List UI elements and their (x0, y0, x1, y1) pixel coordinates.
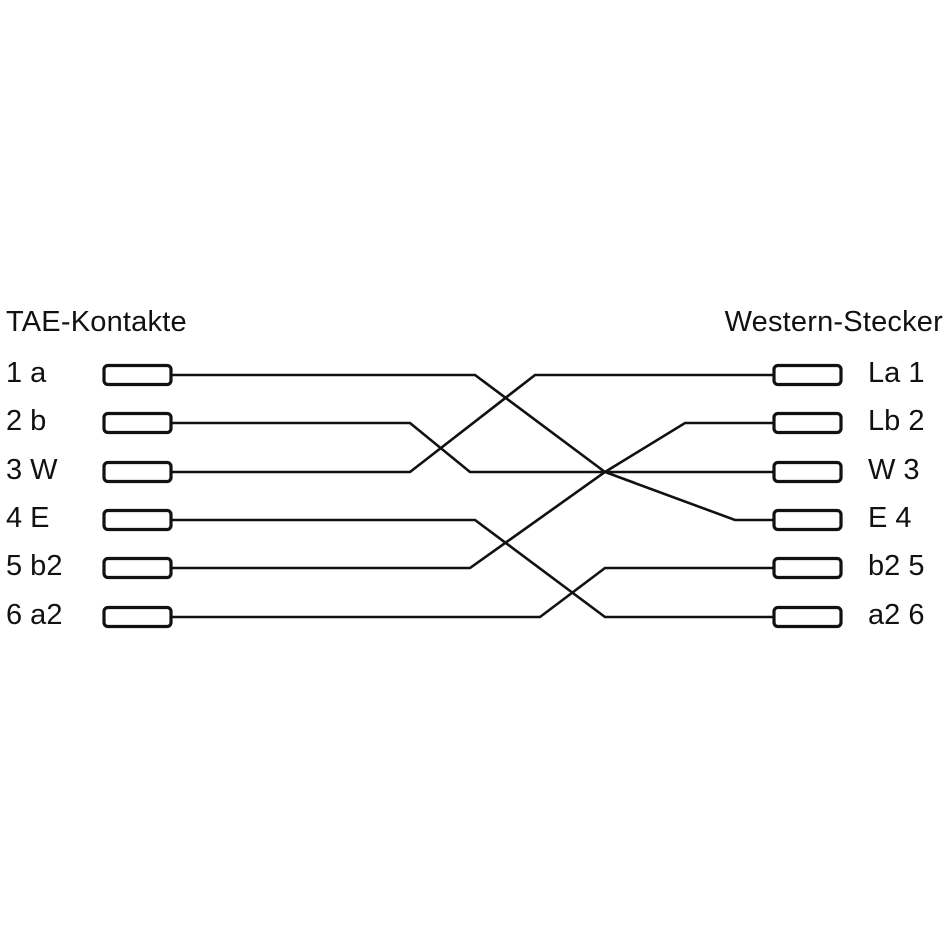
left-connector-6 (102, 605, 173, 629)
right-connector-1 (772, 363, 843, 387)
right-pin-label-5: b2 5 (868, 550, 925, 582)
left-pin-label-2: 2 b (6, 405, 47, 437)
connector-block (102, 508, 173, 532)
right-connector-4 (772, 508, 843, 532)
wire-l6-to-r5 (172, 566, 832, 619)
left-connector-2 (102, 411, 173, 435)
wire-l2-to-r3 (172, 421, 832, 474)
left-pin-label-6: 6 a2 (6, 599, 63, 631)
connector-block (102, 605, 173, 629)
connector-block (772, 556, 843, 580)
left-connectors-group (102, 363, 173, 629)
right-pin-label-4: E 4 (868, 502, 912, 534)
connector-block (772, 460, 843, 484)
wires-group (172, 373, 832, 619)
right-pin-label-6: a2 6 (868, 599, 925, 631)
left-pin-label-1: 1 a (6, 357, 47, 389)
right-connectors-group (772, 363, 843, 629)
left-pin-label-5: 5 b2 (6, 550, 63, 582)
right-pin-label-3: W 3 (868, 454, 920, 486)
right-pin-label-1: La 1 (868, 357, 925, 389)
left-connector-3 (102, 460, 173, 484)
connector-block (772, 508, 843, 532)
left-connector-4 (102, 508, 173, 532)
connector-block (102, 460, 173, 484)
right-column-title: Western-Stecker (724, 306, 943, 338)
left-pin-label-3: 3 W (6, 454, 58, 486)
wire-l4-to-r6 (172, 518, 832, 619)
right-connector-5 (772, 556, 843, 580)
connector-block (772, 411, 843, 435)
right-connector-6 (772, 605, 843, 629)
wire-l5-to-r2 (172, 421, 832, 570)
wire-l1-to-r4 (172, 373, 832, 522)
wire-l3-to-r1 (172, 373, 832, 474)
connector-block (102, 411, 173, 435)
right-connector-3 (772, 460, 843, 484)
connector-block (772, 363, 843, 387)
connector-block (772, 605, 843, 629)
left-connector-1 (102, 363, 173, 387)
right-connector-2 (772, 411, 843, 435)
left-column-title: TAE-Kontakte (6, 306, 187, 338)
right-pin-label-2: Lb 2 (868, 405, 925, 437)
connector-block (102, 556, 173, 580)
left-pin-label-4: 4 E (6, 502, 50, 534)
left-connector-5 (102, 556, 173, 580)
connector-block (102, 363, 173, 387)
